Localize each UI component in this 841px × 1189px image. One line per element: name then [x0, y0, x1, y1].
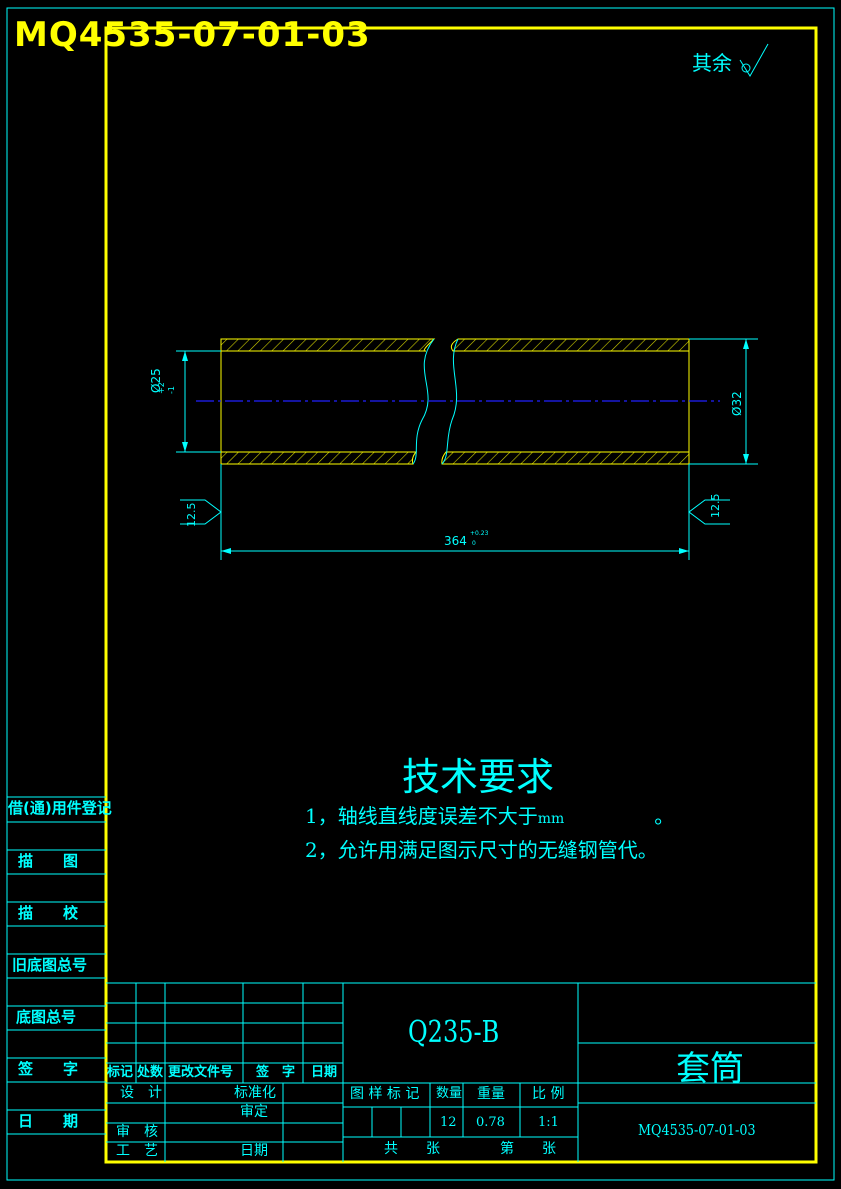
tb-check: 审 核 — [116, 1124, 158, 1140]
tb-weight: 0.78 — [476, 1115, 505, 1130]
outer-border — [6, 7, 835, 1181]
tech-requirement-2: 2，允许用满足图示尺寸的无缝钢管代。 — [305, 838, 658, 862]
dimension-lines — [176, 43, 769, 560]
left-col-old-no: 旧底图总号 — [12, 956, 88, 974]
inner-frame — [104, 26, 818, 1164]
inner-tol-upper: +2 — [157, 382, 166, 394]
tb-total-sheets: 共 张 — [384, 1141, 440, 1157]
tb-quantity-label: 数量 — [436, 1086, 463, 1101]
drawing-number-header: MQ4535-07-01-03 — [14, 15, 371, 55]
tb-design: 设 计 — [120, 1085, 162, 1101]
left-col-base-no: 底图总号 — [16, 1008, 77, 1026]
tb-hdr-mark: 标记 — [107, 1065, 134, 1080]
left-column-lines — [7, 796, 106, 1135]
roughness-note: 其余 — [692, 51, 732, 75]
tb-hdr-doc: 更改文件号 — [168, 1065, 234, 1080]
tb-sheet-no: 第 张 — [500, 1141, 556, 1157]
left-col-trace: 描 图 — [18, 852, 79, 870]
tb-review: 审定 — [240, 1104, 268, 1120]
left-col-sign: 签 字 — [18, 1060, 79, 1078]
tb-quantity: 12 — [440, 1115, 457, 1130]
left-col-reg: 借(通)用件登记 — [8, 799, 112, 817]
roughness-left: 12.5 — [185, 502, 198, 528]
tb-hdr-count: 处数 — [137, 1065, 164, 1080]
tb-weight-label: 重量 — [477, 1086, 505, 1102]
tb-scale: 1:1 — [538, 1115, 559, 1130]
length-tol-lower: 0 — [472, 540, 476, 547]
roughness-right: 12.5 — [709, 493, 722, 519]
outer-diameter-label: Ø32 — [730, 391, 744, 416]
tb-stage-mark: 图 样 标 记 — [350, 1086, 420, 1102]
dimension-arrows — [182, 339, 749, 554]
tb-drawing-number: MQ4535-07-01-03 — [638, 1121, 756, 1139]
tech-requirements-title: 技术要求 — [402, 755, 555, 799]
left-col-trace-check: 描 校 — [18, 904, 79, 922]
length-label: 364 — [444, 534, 467, 548]
tb-material: Q235-B — [408, 1015, 500, 1050]
tb-date: 日期 — [240, 1143, 268, 1159]
tb-process: 工 艺 — [116, 1143, 158, 1159]
title-block-lines — [106, 982, 816, 1162]
left-col-date: 日 期 — [18, 1112, 79, 1130]
tb-hdr-date: 日期 — [311, 1065, 338, 1080]
tech-requirement-1: 1，轴线直线度误差不大于mm。 — [305, 804, 675, 828]
tb-scale-label: 比 例 — [532, 1086, 565, 1102]
tb-standardize: 标准化 — [234, 1085, 276, 1101]
inner-tol-lower: -1 — [167, 386, 176, 394]
length-tol-upper: +0.23 — [470, 530, 489, 537]
tube-section — [196, 338, 720, 465]
tb-hdr-sign: 签 字 — [256, 1065, 296, 1080]
tb-part-name: 套筒 — [676, 1049, 744, 1089]
